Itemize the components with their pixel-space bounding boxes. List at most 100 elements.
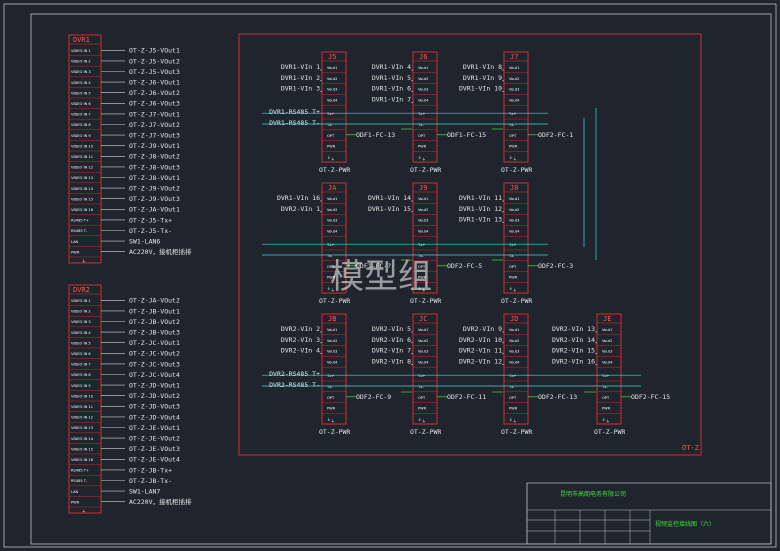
module-input-label: DVR1-VIn 4 [372,63,411,71]
dvr-connection-label: OT-Z-JD-VOut3 [129,403,180,411]
module-input-label: DVR2-VIn 6 [372,336,411,344]
module-input-label: DVR1-VIn 3 [281,85,320,93]
module-footer-label: OT-Z-PWR [410,166,441,174]
ground-icon: ⏚ [422,156,426,161]
ground-icon: ⏚ [331,156,335,161]
dvr-port-label: VIDEO IN 9 [71,134,91,138]
dvr-title: DVR2 [73,286,90,294]
dvr-port-label: VIDEO IN 7 [71,363,91,367]
dvr-connection-label: OT-Z-J5-Tx- [129,227,172,235]
module-port-label: OPT [509,134,517,138]
dvr-port-label: VIDEO IN 6 [71,102,91,106]
module-port-label: Vout3 [509,350,519,354]
module-input-label: DVR1-VIn 5 [372,74,411,82]
module-input-label: DVR2-VIn 10 [459,336,502,344]
dvr-connection-label: OT-Z-J9-VOut3 [129,195,180,203]
module-port-label: Vout4 [327,360,338,364]
module-footer-label: OT-Z-PWR [410,428,441,436]
module-port-label: ⏚ [327,285,331,290]
module-port-label: Tx+ [601,374,609,378]
module-port-label: Vout2 [418,339,428,343]
module-port-label: Vout2 [327,339,337,343]
dvr-port-label: VIDEO IN 4 [71,331,91,335]
module-j9: J9Vout1Vout2Vout3Vout4Tx+Tx-OPTPWR⏚DVR1-… [368,182,482,305]
module-port-label: PWR [509,407,518,411]
module-port-label: Tx+ [326,112,334,116]
dvr-connection-label: AC220V，接机柜插排 [129,247,192,256]
module-footer-label: OT-Z-PWR [319,166,350,174]
module-port-label: Vout4 [418,98,429,102]
module-port-label: Tx- [601,385,608,389]
module-input-label: DVR1-VIn 2 [281,74,320,82]
sheet-border [3,3,777,548]
module-opt-label: ODF2-FC-5 [447,262,482,270]
dvr-port-label: VIDEO IN 9 [71,384,91,388]
module-port-label: Vout3 [418,88,428,92]
module-port-label: Vout1 [327,328,337,332]
module-opt-label: ODF1-FC-15 [447,131,486,139]
dvr-connection-label: OT-Z-JD-VOut2 [129,392,180,400]
module-port-label: OPT [418,134,426,138]
module-j8: J8Vout1Vout2Vout3Vout4Tx+Tx-OPTPWR⏚DVR1-… [459,182,573,305]
module-ja: JAVout1Vout2Vout3Vout4Tx+Tx-OPTPWR⏚DVR1-… [277,182,391,305]
dvr-connection-label: OT-Z-JB-Tx+ [129,466,172,474]
module-footer-label: OT-Z-PWR [501,297,532,305]
ground-icon: ⏚ [513,287,517,292]
module-input-label: DVR2-VIn 5 [372,325,411,333]
dvr-port-label: VIDEO IN 2 [71,60,91,64]
module-port-label: Tx- [326,123,333,127]
module-port-label: OPT [602,396,610,400]
module-port-label: Vout3 [509,219,519,223]
module-opt-label: ODF1-FC-13 [356,131,395,139]
dvr-box [68,284,102,514]
module-rs485-label: DVR1-RS485 T+ [269,108,320,116]
module-port-label: Tx- [417,123,424,127]
company-name: 昆明市高朗电务有限公司 [560,490,626,498]
module-footer-label: OT-Z-PWR [594,428,625,436]
dvr-port-label: VIDEO IN 7 [71,113,91,117]
dvr-port-label: VIDEO IN 4 [71,81,91,85]
dvr-connection-label: OT-Z-JC-VOut2 [129,350,180,358]
dvr-port-label: LAN [71,490,79,494]
dvr-connection-label: OT-Z-JB-VOut1 [129,307,180,315]
module-port-label: PWR [509,276,518,280]
module-input-label: DVR1-VIn 16 [277,194,320,202]
module-port-label: PWR [418,407,427,411]
module-port-label: Tx+ [417,112,425,116]
module-rs485-label: DVR1-RS485 T- [269,119,320,127]
dvr-connection-label: OT-Z-J7-VOut3 [129,132,180,140]
dvr-connection-label: OT-Z-J7-VOut1 [129,110,180,118]
module-input-label: DVR2-VIn 7 [372,347,411,355]
dvr-connection-label: OT-Z-J5-VOut3 [129,68,180,76]
module-je: JEVout1Vout2Vout3Vout4Tx+Tx-OPTPWR⏚DVR2-… [552,313,670,436]
module-id: J5 [328,53,336,61]
dvr-port-label: VIDEO IN 12 [71,416,93,420]
dvr-connection-label: OT-Z-JB-VOut3 [129,329,180,337]
module-port-label: Tx+ [508,374,516,378]
dvr-connection-label: OT-Z-JE-VOut2 [129,435,180,443]
dvr-port-label: VIDEO IN 8 [71,123,91,127]
module-port-label: Vout1 [509,66,519,70]
dvr-title: DVR1 [73,36,90,44]
dvr-connection-label: OT-Z-J8-VOut3 [129,163,180,171]
module-input-label: DVR2-VIn 8 [372,357,411,365]
module-port-label: ⏚ [418,154,422,159]
dvr-port-label: VIDEO IN 2 [71,310,91,314]
dvr-connection-label: OT-Z-JC-VOut3 [129,360,180,368]
dvr-port-label: PWR [71,250,80,254]
module-port-label: Tx+ [508,112,516,116]
dvr-connection-label: OT-Z-JB-VOut2 [129,318,180,326]
dvr-connection-label: OT-Z-JD-VOut1 [129,382,180,390]
module-input-label: DVR1-VIn 12 [459,205,502,213]
dvr-port-label: VIDEO IN 15 [71,447,93,451]
module-port-label: ⏚ [327,416,331,421]
dvr-port-label: VIDEO IN 10 [71,394,94,398]
dvr-connection-label: OT-Z-JC-VOut4 [129,371,180,379]
module-input-label: DVR2-VIn 14 [552,336,595,344]
module-port-label: Vout4 [509,360,520,364]
module-port-label: Vout1 [418,66,428,70]
module-port-label: OPT [418,265,426,269]
